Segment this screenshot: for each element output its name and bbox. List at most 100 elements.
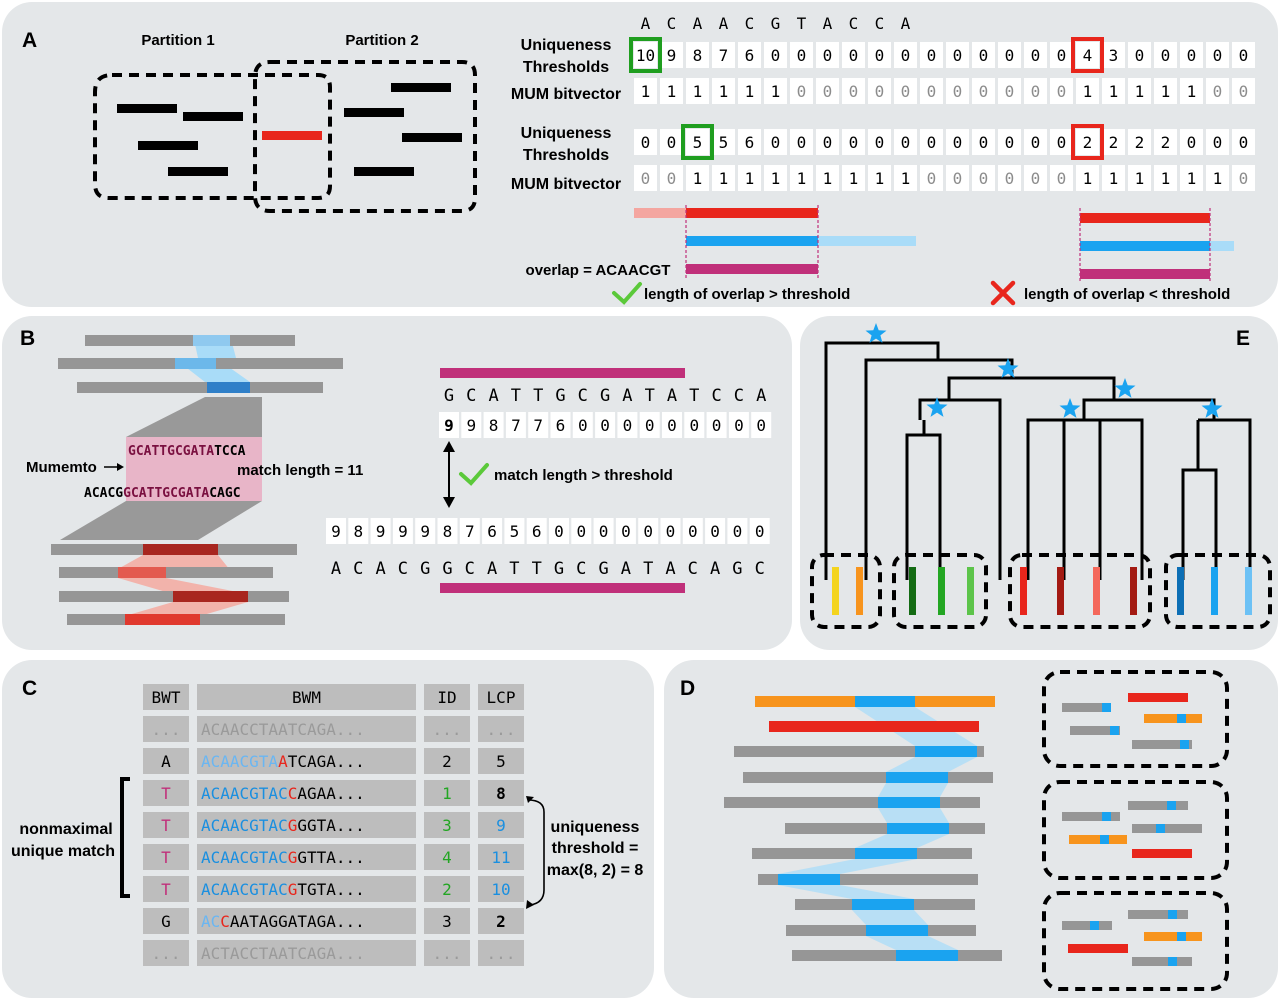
read-match-segment bbox=[878, 797, 940, 808]
grid-cell bbox=[686, 78, 709, 104]
check-icon bbox=[459, 463, 489, 486]
table-cell bbox=[424, 812, 470, 838]
grid-cell bbox=[998, 129, 1021, 155]
grid-value: 0 bbox=[755, 522, 765, 541]
grid-cell bbox=[1102, 42, 1125, 68]
sequence-letter: G bbox=[600, 386, 610, 406]
panel-d: D bbox=[680, 670, 1229, 991]
match-bar-bottom bbox=[440, 583, 685, 593]
grid-cell bbox=[998, 78, 1021, 104]
star-icon bbox=[926, 397, 948, 417]
grid-cell bbox=[972, 42, 995, 68]
grid-value: 1 bbox=[1109, 169, 1119, 188]
read-match-segment bbox=[1100, 835, 1109, 844]
match-bottom-prefix: ACACG bbox=[84, 486, 123, 501]
grid-value: 0 bbox=[645, 416, 655, 435]
table-cell bbox=[478, 716, 524, 742]
grid-value: 0 bbox=[927, 133, 937, 152]
bwm-segment: C bbox=[288, 784, 298, 803]
partition-read bbox=[402, 133, 462, 142]
read-match-segment bbox=[1102, 703, 1111, 712]
grid-value: 0 bbox=[979, 133, 989, 152]
star-icon bbox=[1114, 378, 1136, 398]
sequence-letter: G bbox=[771, 14, 781, 33]
panel-b: B GCATTGCGATATCCA ACACGGCATTGCGATACAGC M… bbox=[20, 327, 772, 625]
grid-cell bbox=[684, 412, 705, 438]
table-cell bbox=[424, 908, 470, 934]
bwm-segment: G bbox=[288, 880, 298, 899]
grid-cell bbox=[712, 129, 735, 155]
grid-value: 0 bbox=[875, 133, 885, 152]
overlap-bar-blue bbox=[686, 236, 818, 246]
leaf-bar bbox=[856, 567, 863, 615]
grid-value: 8 bbox=[353, 522, 363, 541]
uniqueness-label-2: Uniqueness Thresholds bbox=[521, 125, 612, 164]
grid-cell bbox=[1180, 42, 1203, 68]
arrow-head-icon bbox=[526, 900, 534, 909]
grid-cell bbox=[1102, 78, 1125, 104]
grid-value: 0 bbox=[1005, 82, 1015, 101]
bwm-segment: ACTACCTAATCAGA... bbox=[201, 944, 365, 963]
table-cell bbox=[424, 940, 470, 966]
overlap-bar-faded-blue bbox=[818, 236, 916, 246]
table-cell bbox=[478, 812, 524, 838]
grid-cell bbox=[682, 518, 703, 544]
grid-cell bbox=[1180, 129, 1203, 155]
read-match-segment bbox=[866, 925, 928, 936]
grid-cell bbox=[505, 412, 526, 438]
bwm-cell: ACTACCTAATCAGA... bbox=[201, 944, 365, 963]
grid-cell bbox=[571, 518, 592, 544]
threshold-label-line: threshold = bbox=[552, 840, 639, 857]
sequence-letter: A bbox=[756, 386, 766, 406]
grid-value: 9 bbox=[398, 522, 408, 541]
read-bar bbox=[1132, 849, 1192, 858]
leaf-bar bbox=[909, 567, 916, 615]
grid-value: 0 bbox=[823, 133, 833, 152]
grid-value: 1 bbox=[771, 82, 781, 101]
grid-value: 1 bbox=[1135, 82, 1145, 101]
read-match-segment bbox=[1180, 740, 1189, 749]
grid-cell bbox=[894, 165, 917, 191]
grid-value: 0 bbox=[554, 522, 564, 541]
grid-cell bbox=[738, 78, 761, 104]
match-length-label: match length = 11 bbox=[237, 462, 363, 479]
partition-2-label: Partition 2 bbox=[345, 32, 418, 49]
grid-cell bbox=[634, 42, 657, 68]
lcp-cell: 2 bbox=[496, 912, 506, 931]
match-highlight bbox=[116, 555, 230, 570]
match-top-sequence: GCATTGCGATATCCA bbox=[128, 444, 246, 459]
grid-value: 0 bbox=[1213, 46, 1223, 65]
leaf-bar bbox=[967, 567, 974, 615]
bwm-segment: C bbox=[220, 912, 230, 931]
sequence-letter: T bbox=[643, 559, 653, 579]
bwm-segment: TCAGA... bbox=[288, 752, 365, 771]
grid-cell bbox=[712, 42, 735, 68]
match-highlight bbox=[118, 578, 248, 594]
partition-box bbox=[1042, 891, 1229, 991]
sequence-letter: C bbox=[667, 14, 677, 33]
leaf-group-box bbox=[810, 553, 882, 629]
grid-value: 0 bbox=[756, 416, 766, 435]
grid-cell bbox=[842, 78, 865, 104]
grid-cell bbox=[617, 412, 638, 438]
sequence-letter: C bbox=[734, 386, 744, 406]
table-cell bbox=[143, 716, 189, 742]
grid-value: 1 bbox=[1161, 82, 1171, 101]
grid-cell bbox=[638, 518, 659, 544]
grid-cell bbox=[946, 42, 969, 68]
read-match-segment bbox=[1090, 921, 1099, 930]
match-band bbox=[878, 783, 948, 797]
grid-value: 0 bbox=[1161, 46, 1171, 65]
read-bar bbox=[769, 721, 979, 732]
partition-box bbox=[1042, 670, 1229, 768]
lcp-cell: ... bbox=[487, 944, 516, 963]
nonmaximal-bracket bbox=[120, 777, 130, 898]
panel-d-reads bbox=[724, 696, 1002, 961]
grid-cell bbox=[639, 412, 660, 438]
grid-value: 9 bbox=[331, 522, 341, 541]
zoom-wedge bbox=[60, 501, 262, 540]
match-bottom-sequence: ACACGGCATTGCGATACAGC bbox=[84, 486, 241, 501]
